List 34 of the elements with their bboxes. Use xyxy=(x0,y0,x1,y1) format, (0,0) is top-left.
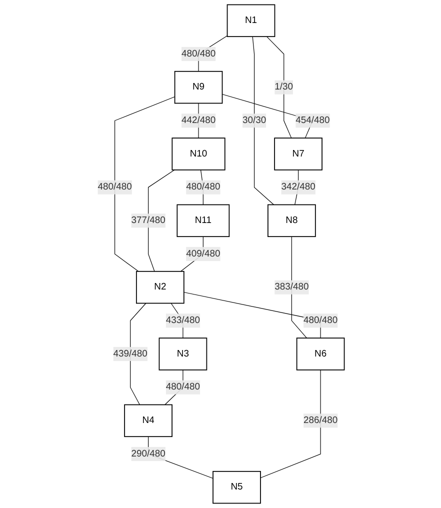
connector xyxy=(148,170,174,272)
edge-label: 30/30 xyxy=(242,115,266,126)
connector xyxy=(266,36,292,138)
connector xyxy=(252,36,274,206)
edge-label: 480/480 xyxy=(302,315,338,326)
edge-label: 377/480 xyxy=(130,215,165,226)
node-box: N4 xyxy=(124,404,172,438)
edge-label: 439/480 xyxy=(112,348,147,359)
connector xyxy=(114,96,175,272)
connector xyxy=(260,370,320,478)
edge-label: 409/480 xyxy=(186,248,220,259)
node-box: N8 xyxy=(267,204,316,238)
node-box: N7 xyxy=(274,138,322,170)
node-box: N5 xyxy=(212,470,260,504)
connector xyxy=(221,94,313,138)
edge-label: 1/30 xyxy=(274,82,293,92)
edge-label: 286/480 xyxy=(302,415,338,426)
node-box: N9 xyxy=(174,70,222,104)
edge-label: 433/480 xyxy=(165,315,200,326)
edge-label: 480/480 xyxy=(186,182,220,192)
edge-label: 480/480 xyxy=(165,382,200,392)
node-box: N11 xyxy=(176,204,230,238)
node-box: N2 xyxy=(136,270,184,304)
edge-label: 290/480 xyxy=(130,448,165,459)
node-box: N10 xyxy=(171,138,225,170)
edge-label: 342/480 xyxy=(280,182,315,192)
node-box: N1 xyxy=(226,4,275,38)
edge-label: 454/480 xyxy=(295,115,330,126)
edge-label: 383/480 xyxy=(274,282,308,292)
edge-label: 480/480 xyxy=(180,48,216,59)
edge-label: 480/480 xyxy=(97,182,132,192)
node-box: N3 xyxy=(158,338,207,370)
edge-label: 442/480 xyxy=(180,115,216,126)
node-box: N6 xyxy=(296,338,344,370)
